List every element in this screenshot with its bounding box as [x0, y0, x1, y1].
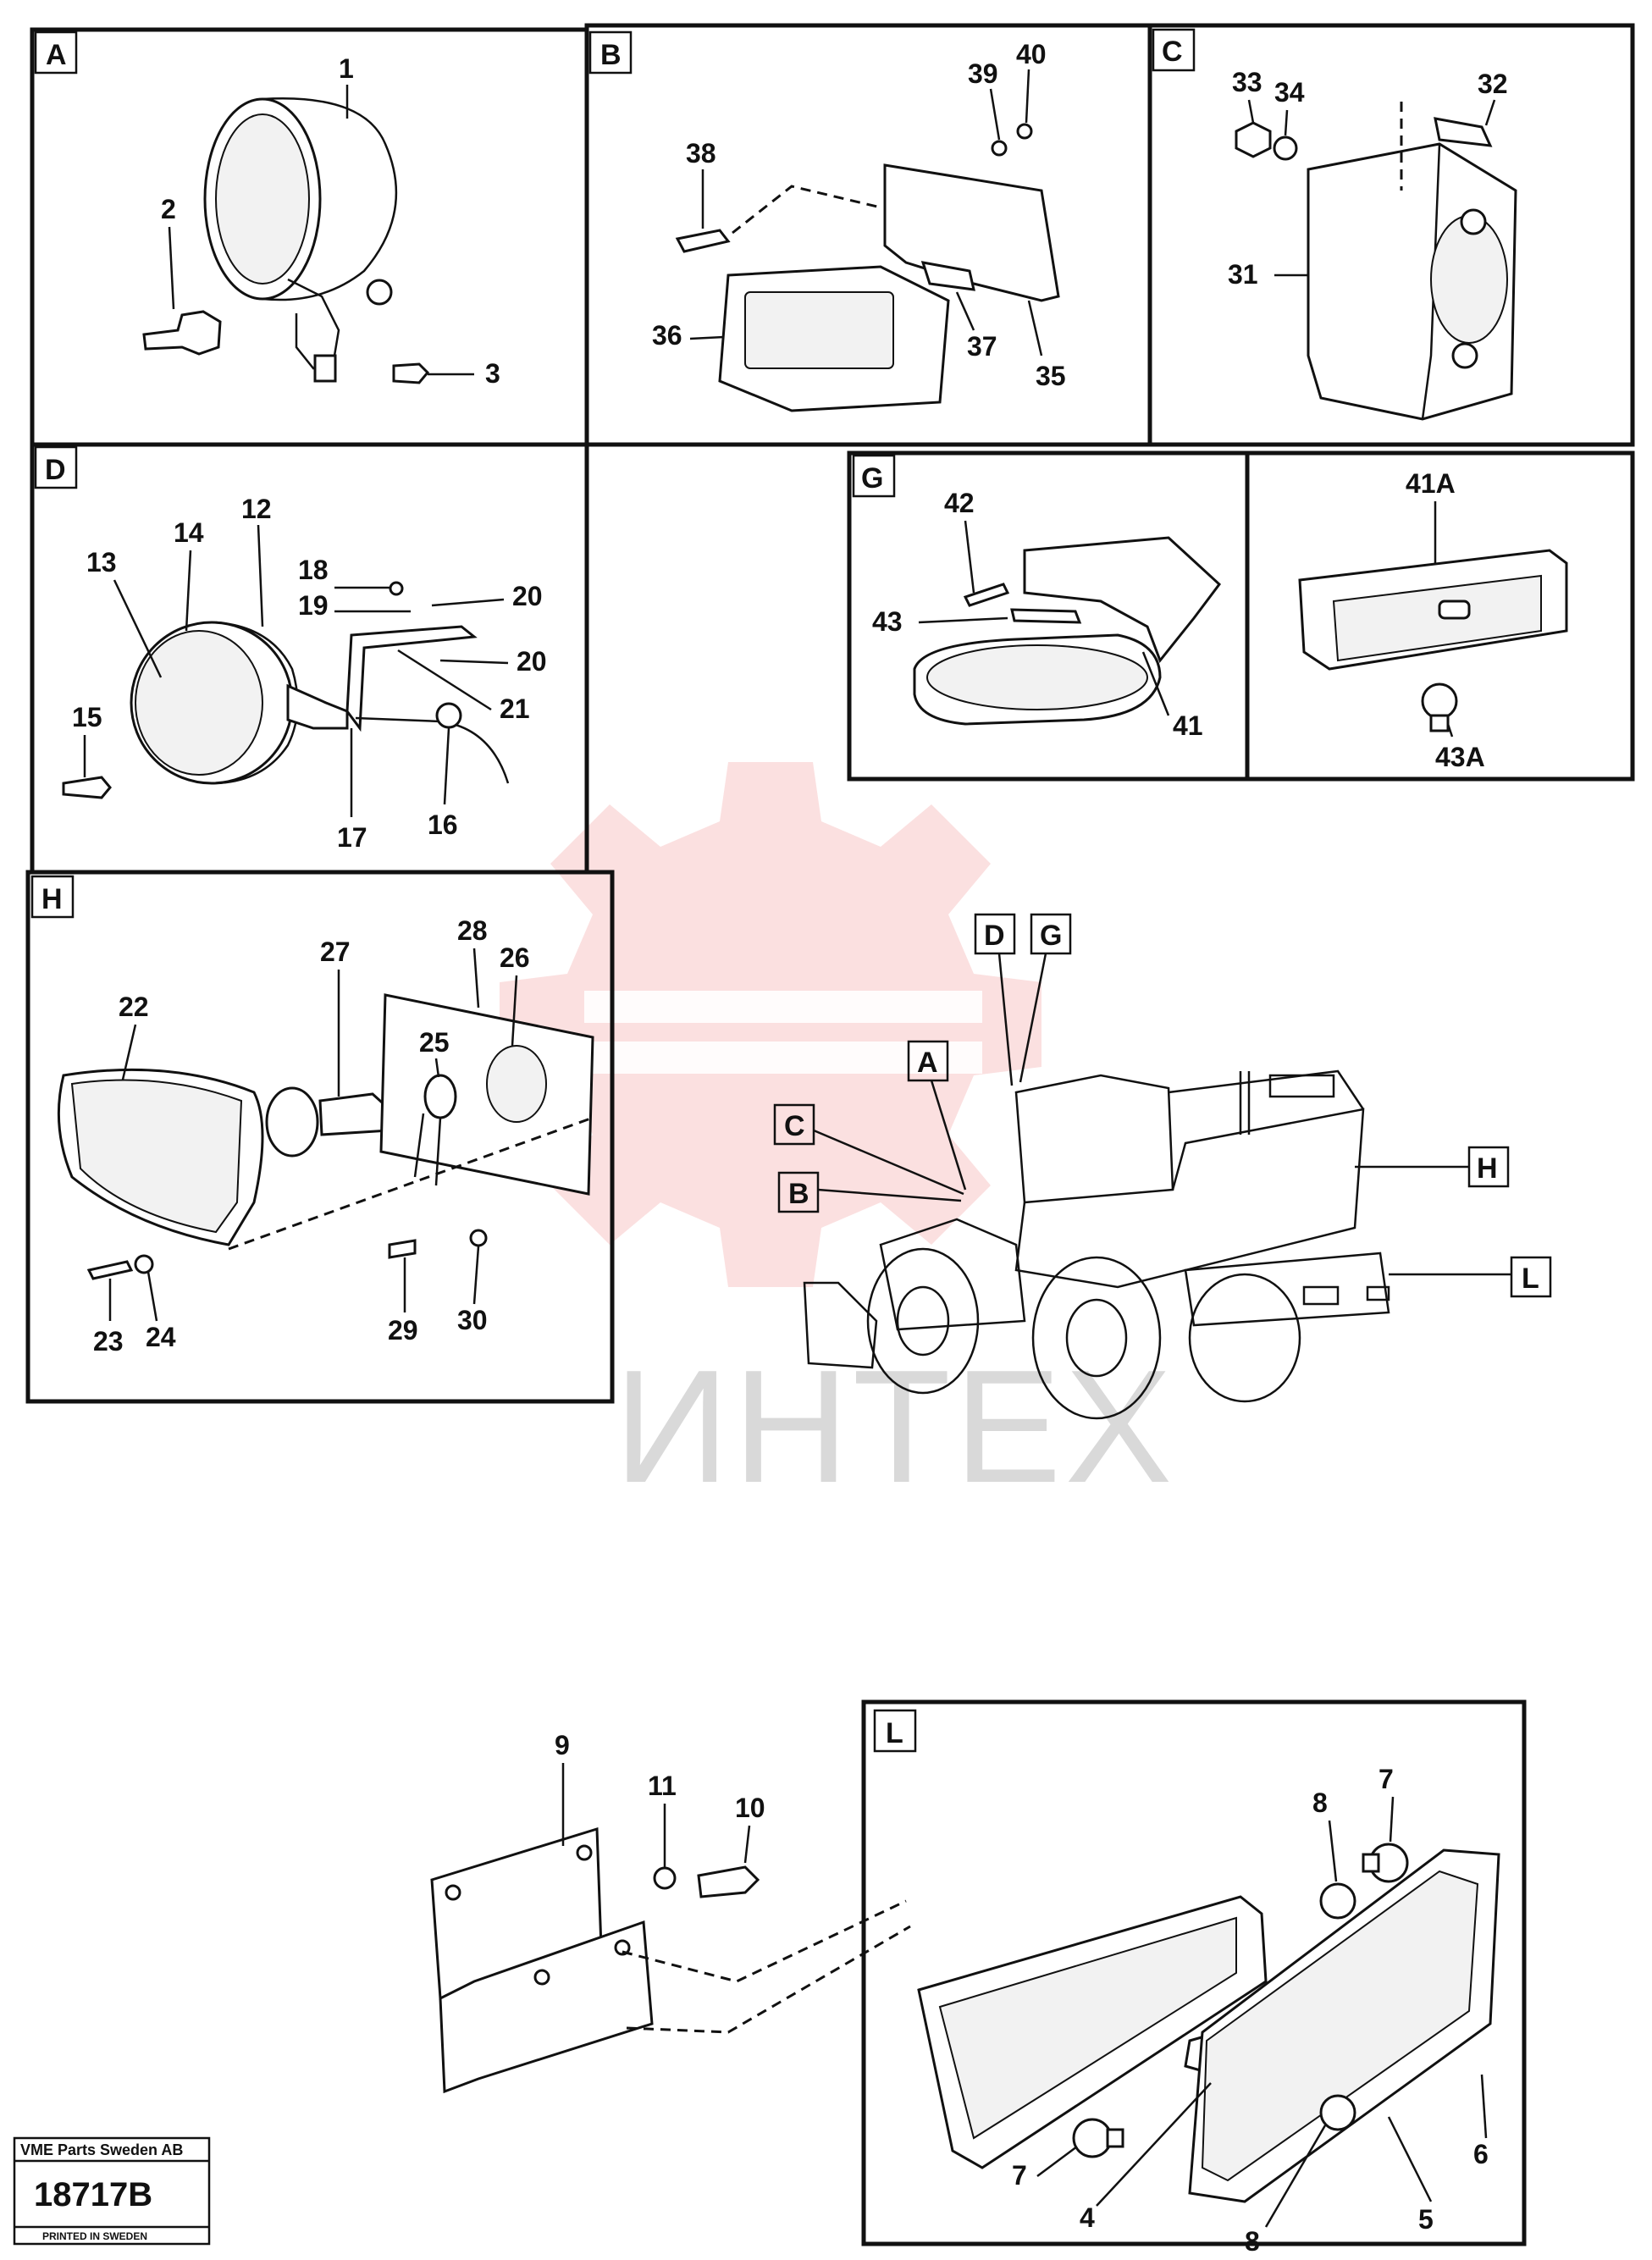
part-label: 24	[146, 1322, 176, 1352]
stamp-company: VME Parts Sweden AB	[20, 2141, 183, 2158]
panel-g-letter: G	[861, 462, 883, 495]
part-label: 26	[500, 942, 530, 973]
part-label: 10	[735, 1793, 765, 1823]
part-label: 4	[1080, 2202, 1095, 2233]
part-label: 14	[174, 517, 204, 548]
part-label: 32	[1478, 69, 1508, 99]
plate-bracket	[430, 1826, 911, 2094]
watermark-text: ИНТЕХ	[614, 1337, 1175, 1517]
part-label: 42	[944, 488, 975, 518]
part-label: 3	[485, 358, 500, 389]
part-label: 27	[320, 937, 351, 967]
part-label: 21	[500, 693, 530, 724]
part-label: 35	[1036, 361, 1066, 391]
part-label: 7	[1012, 2160, 1027, 2191]
part-label: 13	[86, 547, 117, 577]
stamp-number: 18717B	[34, 2176, 152, 2213]
panel-letter-boxes: A B C D G H L	[30, 28, 1196, 1753]
panel-g2-rect-lamp	[1298, 549, 1568, 732]
callout-g: G	[1040, 920, 1062, 952]
plate-bracket-labels: 9 11 10	[555, 1730, 765, 1867]
part-label: 9	[555, 1730, 570, 1760]
part-label: 38	[686, 138, 716, 169]
part-label: 12	[241, 494, 272, 524]
part-label: 6	[1473, 2139, 1489, 2169]
stamp-printed: PRINTED IN SWEDEN	[42, 2230, 147, 2242]
catalog-stamp: VME Parts Sweden AB 18717B PRINTED IN SW…	[13, 2136, 211, 2246]
wheel-loader-illustration	[803, 1069, 1390, 1420]
panel-h-letter: H	[41, 883, 63, 915]
part-label: 34	[1274, 77, 1305, 108]
callout-d: D	[984, 920, 1005, 952]
panel-c-letter: C	[1162, 36, 1183, 68]
part-label: 30	[457, 1305, 488, 1335]
part-label: 28	[457, 915, 488, 946]
panel-l-labels: 7 8 7 4 8 5 6	[1012, 1764, 1489, 2257]
panel-b-labels: 38 39 40 36 37 35	[652, 39, 1066, 391]
panel-l-letter: L	[886, 1717, 903, 1749]
part-label: 43	[872, 606, 903, 637]
panel-c-side-lamp	[1235, 102, 1517, 421]
panel-a-work-lamp	[142, 97, 430, 384]
panel-b-plate-lamp	[675, 123, 1060, 412]
part-label: 20	[517, 646, 547, 677]
part-label: 5	[1418, 2204, 1434, 2235]
part-label: 22	[119, 992, 149, 1022]
part-label: 17	[337, 822, 367, 853]
callout-a: A	[917, 1047, 938, 1079]
part-label: 29	[388, 1315, 418, 1346]
part-label: 11	[648, 1771, 677, 1801]
panel-d-labels: 12 13 14 15 16 17 18 19 20 20 21	[72, 494, 547, 853]
panel-frames	[25, 23, 1635, 2246]
panel-g-labels: 42 43 41	[872, 488, 1203, 741]
panel-h-headlamp	[57, 993, 594, 1280]
callout-c: C	[784, 1110, 805, 1142]
part-label: 36	[652, 320, 682, 351]
part-label: 33	[1232, 67, 1262, 97]
callout-l: L	[1522, 1263, 1539, 1295]
panel-d-letter: D	[45, 454, 66, 486]
panel-l-tail-lamp	[917, 1843, 1500, 2203]
part-label: 23	[93, 1326, 124, 1357]
panel-a-labels: 1 2 3	[161, 53, 500, 389]
panel-d-spot-lamp	[62, 581, 510, 799]
part-label: 43A	[1435, 742, 1485, 772]
part-label: 41	[1173, 710, 1203, 741]
part-label: 2	[161, 194, 176, 224]
part-label: 16	[428, 810, 458, 840]
part-label: 8	[1245, 2226, 1260, 2257]
part-label: 31	[1228, 259, 1258, 290]
panel-g2-labels: 41A 43A	[1406, 468, 1485, 772]
part-label: 41A	[1406, 468, 1456, 499]
part-label: 19	[298, 590, 329, 621]
panel-b-letter: B	[600, 39, 622, 71]
part-label: 1	[339, 53, 354, 84]
part-label: 7	[1379, 1764, 1394, 1794]
part-label: 39	[968, 58, 998, 89]
watermark-gear-logo	[500, 762, 1041, 1287]
machine-callouts: D G A C B H L	[773, 913, 1552, 1298]
panel-h-labels: 22 23 24 25 26 27 28 29 30	[93, 915, 530, 1357]
part-label: 20	[512, 581, 543, 611]
part-label: 25	[419, 1027, 450, 1058]
part-label: 18	[298, 555, 329, 585]
part-label: 8	[1312, 1788, 1328, 1818]
panel-g-marker-lamp	[913, 536, 1222, 726]
panel-c-labels: 33 34 32 31	[1228, 67, 1508, 290]
part-label: 40	[1016, 39, 1047, 69]
panel-a-letter: A	[46, 39, 67, 71]
part-label: 15	[72, 702, 102, 732]
callout-b: B	[788, 1178, 809, 1210]
part-label: 37	[967, 331, 997, 362]
callout-h: H	[1477, 1152, 1498, 1185]
